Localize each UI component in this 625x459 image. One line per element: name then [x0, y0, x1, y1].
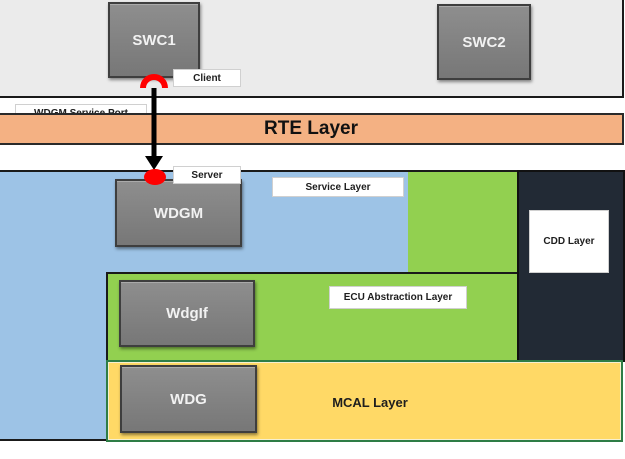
connection-arrowhead-icon	[145, 156, 163, 170]
rte-layer-label: RTE Layer	[264, 118, 358, 139]
swc1-component[interactable]: SWC1	[108, 2, 200, 78]
wdgm-module[interactable]: WDGM	[115, 179, 242, 247]
client-port-icon	[140, 74, 168, 89]
swc2-component[interactable]: SWC2	[437, 4, 531, 80]
cdd-layer-label: CDD Layer	[529, 210, 609, 273]
wdgif-module[interactable]: WdgIf	[119, 280, 255, 347]
server-label: Server	[173, 166, 241, 184]
mcal-layer-label: MCAL Layer	[332, 394, 408, 410]
ecu-abstraction-layer-label: ECU Abstraction Layer	[329, 286, 467, 309]
rte-layer: RTE Layer	[0, 113, 624, 145]
server-port-icon	[144, 169, 166, 185]
service-layer-extension	[0, 272, 108, 441]
wdg-module[interactable]: WDG	[120, 365, 257, 433]
service-layer-label: Service Layer	[272, 177, 404, 197]
client-label: Client	[173, 69, 241, 87]
